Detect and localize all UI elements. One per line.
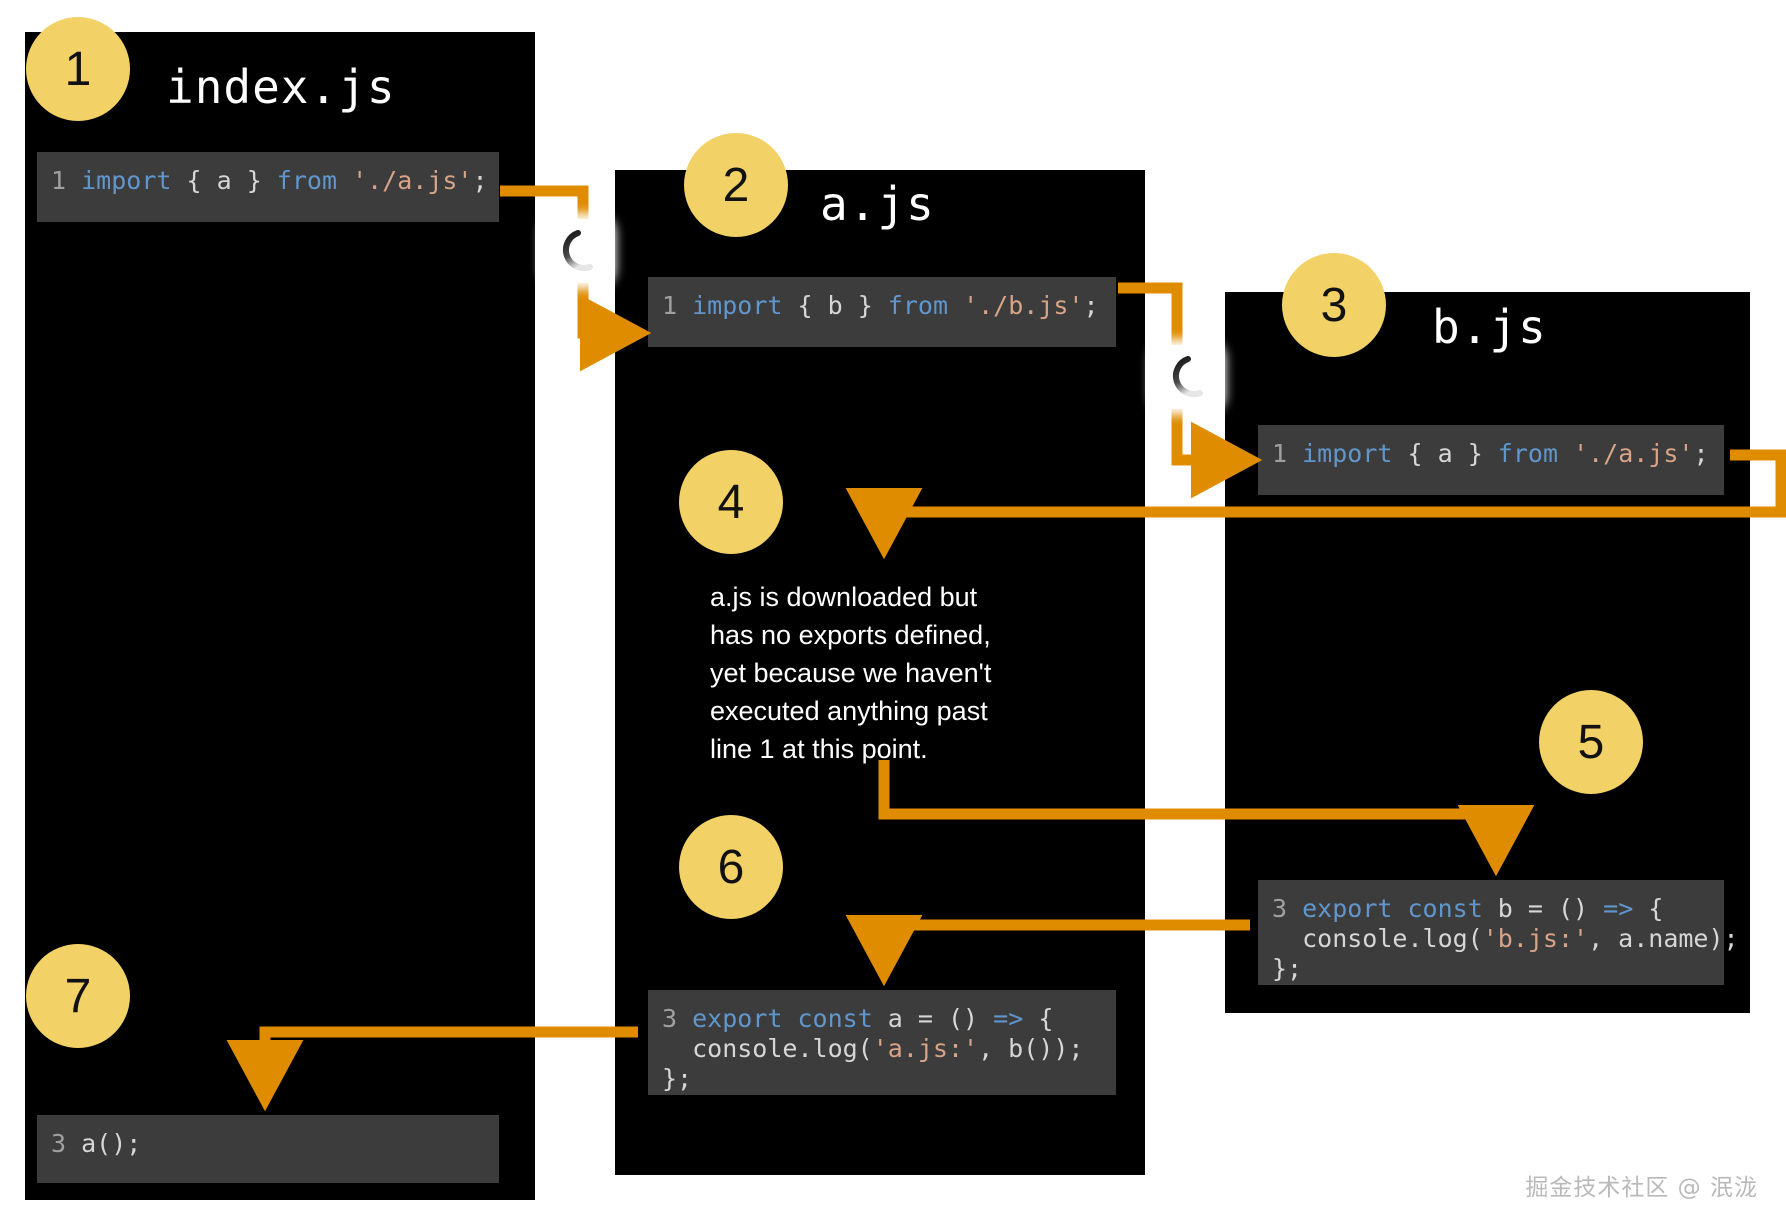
line-number: 3 <box>1272 894 1288 923</box>
line-number: 1 <box>1272 439 1288 468</box>
code-binding: { b } <box>782 291 888 320</box>
code-block-index-call-a: 3 a(); <box>37 1115 499 1183</box>
code-body-post: , b()); }; <box>662 1034 1084 1093</box>
step-badge-3: 3 <box>1282 253 1386 357</box>
step-badge-4: 4 <box>679 450 783 554</box>
loading-spinner-a-to-b <box>1156 345 1220 409</box>
line-number: 3 <box>662 1004 678 1033</box>
code-open-brace: { <box>1633 894 1664 923</box>
code-block-b-import-a: 1 import { a } from './a.js'; <box>1258 425 1724 495</box>
watermark: 掘金技术社区 @ 泯泷 <box>1525 1175 1758 1201</box>
code-body-string: 'a.js:' <box>872 1034 979 1063</box>
code-keyword-export: export <box>692 1004 783 1033</box>
code-block-index-import-a: 1 import { a } from './a.js'; <box>37 152 499 222</box>
panel-title-b-js: b.js <box>1432 300 1547 354</box>
code-keyword-const: const <box>1392 894 1483 923</box>
code-space <box>1287 439 1302 468</box>
code-space <box>677 291 692 320</box>
code-keyword-const: const <box>782 1004 873 1033</box>
line-number: 3 <box>51 1129 67 1158</box>
step-badge-2: 2 <box>684 133 788 237</box>
code-binding: { a } <box>1392 439 1498 468</box>
code-semicolon: ; <box>472 166 488 195</box>
code-string-path: './a.js' <box>337 166 473 195</box>
annotation-note-a-js-no-exports: a.js is downloaded but has no exports de… <box>710 582 992 764</box>
code-arrow: => <box>993 1004 1024 1033</box>
code-block-b-export-b: 3 export const b = () => { console.log('… <box>1258 880 1739 985</box>
code-keyword-from: from <box>1497 439 1559 468</box>
code-identifier: b = () <box>1482 894 1604 923</box>
code-binding: { a } <box>171 166 277 195</box>
line-number: 1 <box>51 166 67 195</box>
step-badge-6: 6 <box>679 815 783 919</box>
code-space <box>1287 894 1302 923</box>
code-keyword-import: import <box>81 166 172 195</box>
code-block-a-export-a: 3 export const a = () => { console.log('… <box>648 990 1116 1095</box>
code-keyword-import: import <box>1302 439 1393 468</box>
loading-spinner-index-to-a <box>546 219 610 283</box>
code-block-a-import-b: 1 import { b } from './b.js'; <box>648 277 1116 347</box>
step-badge-1: 1 <box>26 17 130 121</box>
line-number: 1 <box>662 291 678 320</box>
code-keyword-import: import <box>692 291 783 320</box>
code-body-string: 'b.js:' <box>1482 924 1589 953</box>
code-keyword-from: from <box>276 166 338 195</box>
panel-title-index-js: index.js <box>166 60 396 114</box>
code-arrow: => <box>1603 894 1634 923</box>
code-space <box>677 1004 692 1033</box>
code-body-pre: console.log( <box>692 1034 873 1063</box>
step-badge-5: 5 <box>1539 690 1643 794</box>
spinner-icon <box>563 230 593 272</box>
code-space <box>66 166 81 195</box>
code-keyword-from: from <box>887 291 949 320</box>
code-semicolon: ; <box>1083 291 1099 320</box>
code-body-post: , a.name); }; <box>1272 924 1739 983</box>
code-identifier: a = () <box>872 1004 994 1033</box>
step-badge-7: 7 <box>26 944 130 1048</box>
panel-title-a-js: a.js <box>820 177 935 231</box>
code-semicolon: ; <box>1693 439 1709 468</box>
code-open-brace: { <box>1023 1004 1054 1033</box>
code-string-path: './b.js' <box>948 291 1084 320</box>
code-string-path: './a.js' <box>1558 439 1694 468</box>
spinner-icon <box>1173 356 1203 398</box>
code-expression: a(); <box>81 1129 142 1158</box>
code-body-pre: console.log( <box>1302 924 1483 953</box>
code-keyword-export: export <box>1302 894 1393 923</box>
code-space <box>66 1129 81 1158</box>
